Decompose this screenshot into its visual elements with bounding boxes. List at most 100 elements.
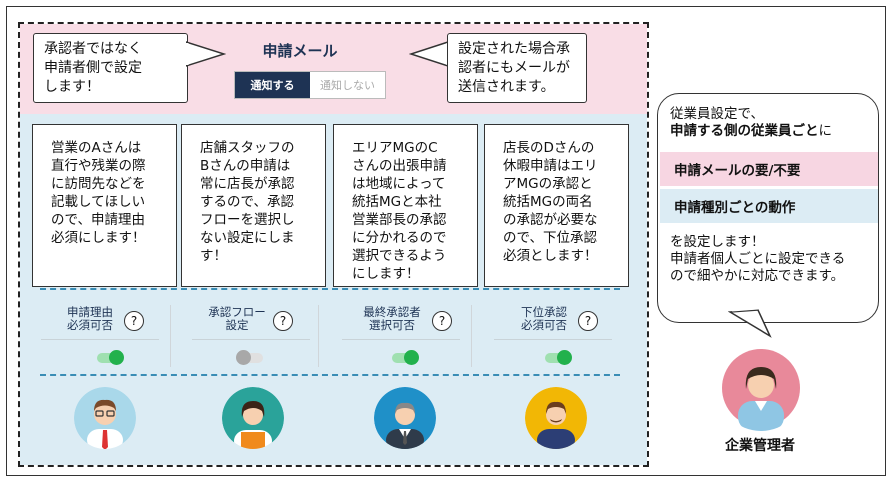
notify-on-option[interactable]: 通知する (235, 72, 310, 98)
help-icon[interactable]: ? (124, 311, 144, 331)
card-line: す！ (200, 248, 227, 264)
card-line: アMGの承認と (503, 176, 593, 192)
card-line: Bさんの申請は (200, 158, 291, 174)
admin-text-line: 申請者個人ごとに設定できる (670, 251, 846, 267)
request-type-band: 申請種別ごとの動作 (660, 189, 878, 223)
card-line: 店舗スタッフの (200, 140, 295, 156)
help-icon[interactable]: ? (273, 311, 293, 331)
setting-underline (494, 339, 612, 340)
case-card-c: エリアMGのC さんの出張申請 は地域によって 統括MGと本社 営業部長の承認 … (333, 124, 478, 287)
help-icon[interactable]: ? (578, 311, 598, 331)
callout-tail (186, 41, 226, 67)
card-line: に分かれるので (352, 230, 447, 246)
column-separator (170, 305, 171, 367)
admin-person-icon (718, 345, 804, 431)
card-line: 統括MGと本社 (352, 194, 442, 210)
card-line: エリアMGのC (352, 140, 438, 156)
reason-required-toggle[interactable] (97, 350, 124, 365)
label-line: 最終承認者 (363, 305, 421, 319)
approval-flow-label: 承認フロー 設定 (202, 306, 272, 332)
applicant-side-note: 承認者ではなく 申請者側で設定 します！ (33, 33, 188, 103)
card-line: 統括MGの両名 (503, 194, 593, 210)
dashed-divider (40, 288, 620, 290)
card-line: 必須とします！ (503, 248, 598, 264)
note-line: 設定された場合承 (458, 41, 570, 57)
card-line: フローを選択し (200, 212, 295, 228)
note-line: します！ (44, 79, 100, 95)
card-line: 店長のDさんの (503, 140, 595, 156)
admin-label: 企業管理者 (725, 438, 795, 454)
card-line: 直行や残業の際 (51, 158, 146, 174)
dashed-divider (40, 374, 620, 376)
speech-tail (728, 306, 772, 338)
toggle-knob (557, 350, 572, 365)
admin-text-line: を設定します！ (670, 234, 765, 250)
note-line: 申請者側で設定 (44, 60, 142, 76)
card-line: にします！ (352, 266, 420, 282)
final-approver-toggle[interactable] (392, 350, 419, 365)
mail-notify-toggle[interactable]: 通知する 通知しない (234, 71, 386, 99)
setting-underline (192, 339, 310, 340)
employee-settings-boundary (18, 22, 649, 467)
card-line: さんの出張申請 (352, 158, 447, 174)
card-line: ない設定にしま (200, 230, 295, 246)
approver-mail-note: 設定された場合承 認者にもメールが 送信されます。 (447, 33, 587, 103)
card-line: 記載してほしい (51, 194, 146, 210)
label-line: 申請理由 (67, 305, 113, 319)
card-line: 休暇申請はエリ (503, 158, 598, 174)
admin-avatar (718, 345, 804, 431)
mail-setting-title: 申請メール (262, 42, 338, 60)
admin-emphasis: 申請する側の従業員ごと (670, 123, 819, 139)
store-manager-icon (525, 387, 587, 449)
employee-a-avatar (74, 387, 136, 449)
label-line: 承認フロー (208, 305, 266, 319)
column-separator (318, 305, 319, 367)
card-line: は地域によって (352, 176, 446, 192)
notify-off-option[interactable]: 通知しない (320, 79, 375, 92)
toggle-knob (404, 350, 419, 365)
label-line: 必須可否 (521, 318, 567, 332)
label-line: 下位承認 (521, 305, 567, 319)
case-card-b: 店舗スタッフの Bさんの申請は 常に店長が承認 するので、承認 フローを選択し … (181, 124, 326, 287)
toggle-knob (236, 350, 251, 365)
card-line: ので、下位承認 (503, 230, 597, 246)
lower-approval-toggle[interactable] (545, 350, 572, 365)
column-separator (471, 305, 472, 367)
card-line: 常に店長が承認 (200, 176, 295, 192)
mail-requirement-band: 申請メールの要/不要 (660, 152, 878, 186)
admin-speech-bubble: 従業員設定で、 申請する側の従業員ごとに 申請メールの要/不要 申請種別ごとの動… (657, 93, 879, 323)
card-line: 選択できるよう (352, 248, 447, 264)
card-line: に訪問先などを (51, 176, 146, 192)
note-line: 承認者ではなく (44, 41, 142, 57)
setting-underline (41, 339, 159, 340)
final-approver-label: 最終承認者 選択可否 (357, 306, 427, 332)
card-line: 営業のAさんは (51, 140, 142, 156)
outer-frame (6, 6, 886, 476)
label-line: 必須可否 (67, 318, 113, 332)
label-line: 設定 (225, 318, 249, 332)
employee-d-avatar (525, 387, 587, 449)
card-line: の承認が必要な (503, 212, 598, 228)
businessman-icon (74, 387, 136, 449)
note-line: 送信されます。 (458, 79, 555, 95)
toggle-knob (109, 350, 124, 365)
case-card-a: 営業のAさんは 直行や残業の際 に訪問先などを 記載してほしい ので、申請理由 … (32, 124, 177, 287)
shop-staff-icon (222, 387, 284, 449)
card-line: ので、申請理由 (51, 212, 145, 228)
help-icon[interactable]: ? (432, 311, 452, 331)
employee-c-avatar (374, 387, 436, 449)
callout-tail (409, 40, 449, 68)
manager-icon (374, 387, 436, 449)
setting-underline (342, 339, 460, 340)
lower-approval-label: 下位承認 必須可否 (509, 306, 579, 332)
admin-emphasis-tail: に (818, 123, 833, 139)
card-line: 必須にします！ (51, 230, 146, 246)
reason-required-label: 申請理由 必須可否 (55, 306, 125, 332)
card-line: するので、承認 (200, 194, 294, 210)
card-line: 営業部長の承認 (352, 212, 447, 228)
note-line: 認者にもメールが (458, 60, 570, 76)
employee-b-avatar (222, 387, 284, 449)
approval-flow-toggle[interactable] (236, 350, 263, 365)
admin-text-line: 申請する側の従業員ごとに (658, 123, 880, 140)
label-line: 選択可否 (369, 318, 415, 332)
